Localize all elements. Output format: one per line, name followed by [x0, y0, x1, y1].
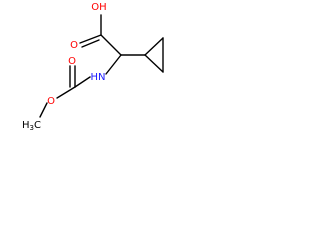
bond-c-o-double-a [79, 34, 102, 44]
methyl-subscript: 3 [30, 124, 34, 132]
chemical-structure: OH O HN O O H3C [22, 2, 164, 132]
bond-ester-o-methyl [39, 102, 48, 118]
hydroxyl-label: OH [91, 2, 106, 13]
bond-carbamate-ester-o [56, 86, 76, 99]
atom-labels: OH O HN O O H3C [22, 2, 107, 132]
bond-ring-1 [144, 37, 164, 56]
carbamate-oxygen-label: O [68, 56, 76, 67]
amine-label: HN [91, 72, 106, 83]
ester-oxygen-label: O [47, 96, 55, 107]
bond-alpha-nh [105, 54, 122, 75]
bond-acid-alpha [100, 34, 122, 56]
bonds [39, 14, 164, 118]
methyl-h: H [22, 120, 30, 131]
bond-c-o-double-b [81, 39, 100, 48]
bond-nh-carbamate [74, 76, 91, 88]
methyl-label: H3C [22, 120, 41, 132]
bond-ring-3 [144, 54, 164, 73]
acid-carbonyl-oxygen-label: O [70, 40, 78, 51]
methyl-c: C [34, 120, 41, 131]
